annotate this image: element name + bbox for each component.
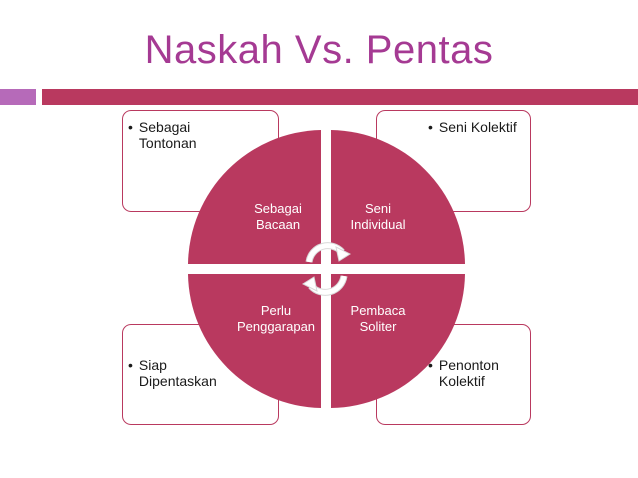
- quadrant-shapes: [188, 130, 465, 408]
- circular-arrows-icon: [301, 242, 352, 296]
- quadrant-label-top-right: Seni Individual: [350, 201, 406, 232]
- quadrant-label-top-left: Sebagai Bacaan: [254, 201, 302, 232]
- box-text-bottom-right: • Penonton Kolektif: [428, 357, 499, 389]
- quadrant-top-right: [331, 130, 465, 264]
- accent-bar-small: [0, 89, 36, 105]
- box-text-bottom-left: • Siap Dipentaskan: [128, 357, 217, 389]
- quadrant-top-left: [188, 130, 321, 264]
- quadrant-bottom-right: [331, 274, 465, 408]
- quadrant-bottom-left: [188, 274, 321, 408]
- quadrant-label-bottom-right: Pembaca Soliter: [350, 303, 406, 334]
- accent-bar: [42, 89, 638, 105]
- box-text-top-right: • Seni Kolektif: [428, 119, 517, 135]
- page-title: Naskah Vs. Pentas: [144, 28, 494, 72]
- box-text-top-left: • Sebagai Tontonan: [128, 119, 197, 151]
- quadrant-label-bottom-left: Perlu Penggarapan: [236, 303, 316, 334]
